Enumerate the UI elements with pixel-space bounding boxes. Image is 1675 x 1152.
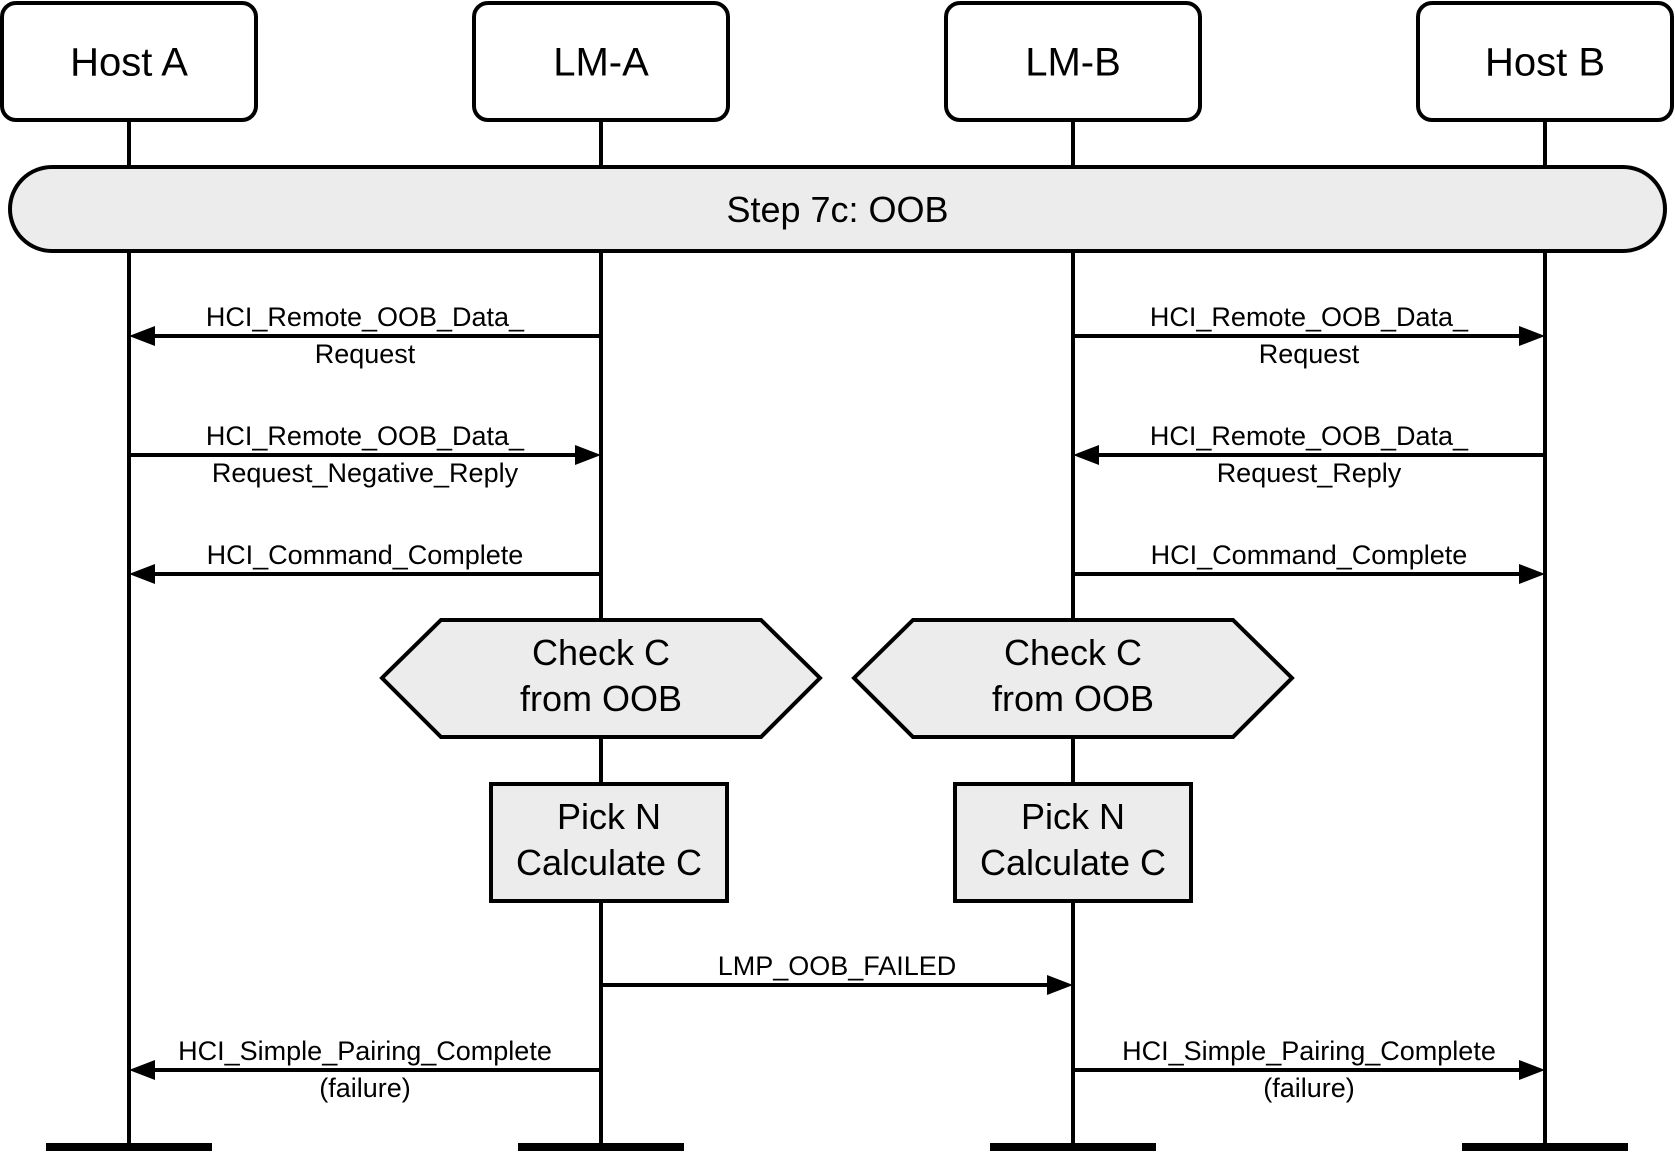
message-hci-remote-oob-data-request-reply: HCI_Remote_OOB_Data_ Request_Reply <box>1073 421 1545 488</box>
message-label-line2: (failure) <box>319 1073 411 1103</box>
message-label-line2: Request_Negative_Reply <box>212 458 519 488</box>
message-label-line2: Request_Reply <box>1217 458 1402 488</box>
message-hci-command-complete: HCI_Command_Complete <box>129 540 601 584</box>
participant-label: LM-B <box>1025 41 1121 85</box>
check-hexagon <box>851 618 1295 739</box>
check-block-label: Check C <box>532 632 670 673</box>
step-banner-box <box>8 165 1667 253</box>
arrowhead-icon <box>129 1060 155 1080</box>
action-box <box>953 782 1193 903</box>
arrowhead-icon <box>129 326 155 346</box>
message-label: HCI_Simple_Pairing_Complete <box>178 1036 552 1066</box>
step-banner-label: Step 7c: OOB <box>726 189 948 230</box>
check-block: Check C from OOB <box>851 618 1295 739</box>
participant-box <box>0 1 258 122</box>
action-block-label: Pick N <box>557 796 661 837</box>
arrowhead-icon <box>129 564 155 584</box>
step-banner: Step 7c: OOB <box>8 165 1667 253</box>
action-box <box>489 782 729 903</box>
check-block-label: from OOB <box>520 678 682 719</box>
arrowhead-icon <box>1519 326 1545 346</box>
participant-label: Host A <box>70 41 188 85</box>
participant-host-b: Host B <box>1416 1 1674 122</box>
action-block-label: Pick N <box>1021 796 1125 837</box>
check-block-label: Check C <box>1004 632 1142 673</box>
participant-box <box>472 1 730 122</box>
participant-label: LM-A <box>553 41 649 85</box>
arrowhead-icon <box>1519 564 1545 584</box>
message-label-line2: (failure) <box>1263 1073 1355 1103</box>
arrowhead-icon <box>1047 975 1073 995</box>
message-label: HCI_Command_Complete <box>207 540 524 570</box>
message-label: HCI_Remote_OOB_Data_ <box>206 302 525 332</box>
arrowhead-icon <box>1073 445 1099 465</box>
participant-lm-b: LM-B <box>944 1 1202 122</box>
arrowhead-icon <box>575 445 601 465</box>
message-label: HCI_Remote_OOB_Data_ <box>206 421 525 451</box>
participant-box <box>1416 1 1674 122</box>
check-hexagon <box>379 618 823 739</box>
message-hci-command-complete: HCI_Command_Complete <box>1073 540 1545 584</box>
message-label: LMP_OOB_FAILED <box>718 951 957 981</box>
message-hci-remote-oob-data-request-negative-reply: HCI_Remote_OOB_Data_ Request_Negative_Rep… <box>129 421 601 488</box>
message-hci-simple-pairing-complete-failure: HCI_Simple_Pairing_Complete (failure) <box>1073 1036 1545 1103</box>
participant-label: Host B <box>1485 41 1605 85</box>
message-hci-remote-oob-data-request: HCI_Remote_OOB_Data_ Request <box>129 302 601 369</box>
message-label-line2: Request <box>1259 339 1360 369</box>
message-label: HCI_Command_Complete <box>1151 540 1468 570</box>
check-block: Check C from OOB <box>379 618 823 739</box>
message-label: HCI_Simple_Pairing_Complete <box>1122 1036 1496 1066</box>
message-lmp-oob-failed: LMP_OOB_FAILED <box>601 951 1073 995</box>
action-block-label: Calculate C <box>980 842 1166 883</box>
message-hci-remote-oob-data-request: HCI_Remote_OOB_Data_ Request <box>1073 302 1545 369</box>
action-block: Pick N Calculate C <box>489 782 729 903</box>
check-block-label: from OOB <box>992 678 1154 719</box>
arrowhead-icon <box>1519 1060 1545 1080</box>
action-block-label: Calculate C <box>516 842 702 883</box>
participant-box <box>944 1 1202 122</box>
message-label: HCI_Remote_OOB_Data_ <box>1150 421 1469 451</box>
message-label: HCI_Remote_OOB_Data_ <box>1150 302 1469 332</box>
participant-host-a: Host A <box>0 1 258 122</box>
message-hci-simple-pairing-complete-failure: HCI_Simple_Pairing_Complete (failure) <box>129 1036 601 1103</box>
action-block: Pick N Calculate C <box>953 782 1193 903</box>
participant-lm-a: LM-A <box>472 1 730 122</box>
message-label-line2: Request <box>315 339 416 369</box>
